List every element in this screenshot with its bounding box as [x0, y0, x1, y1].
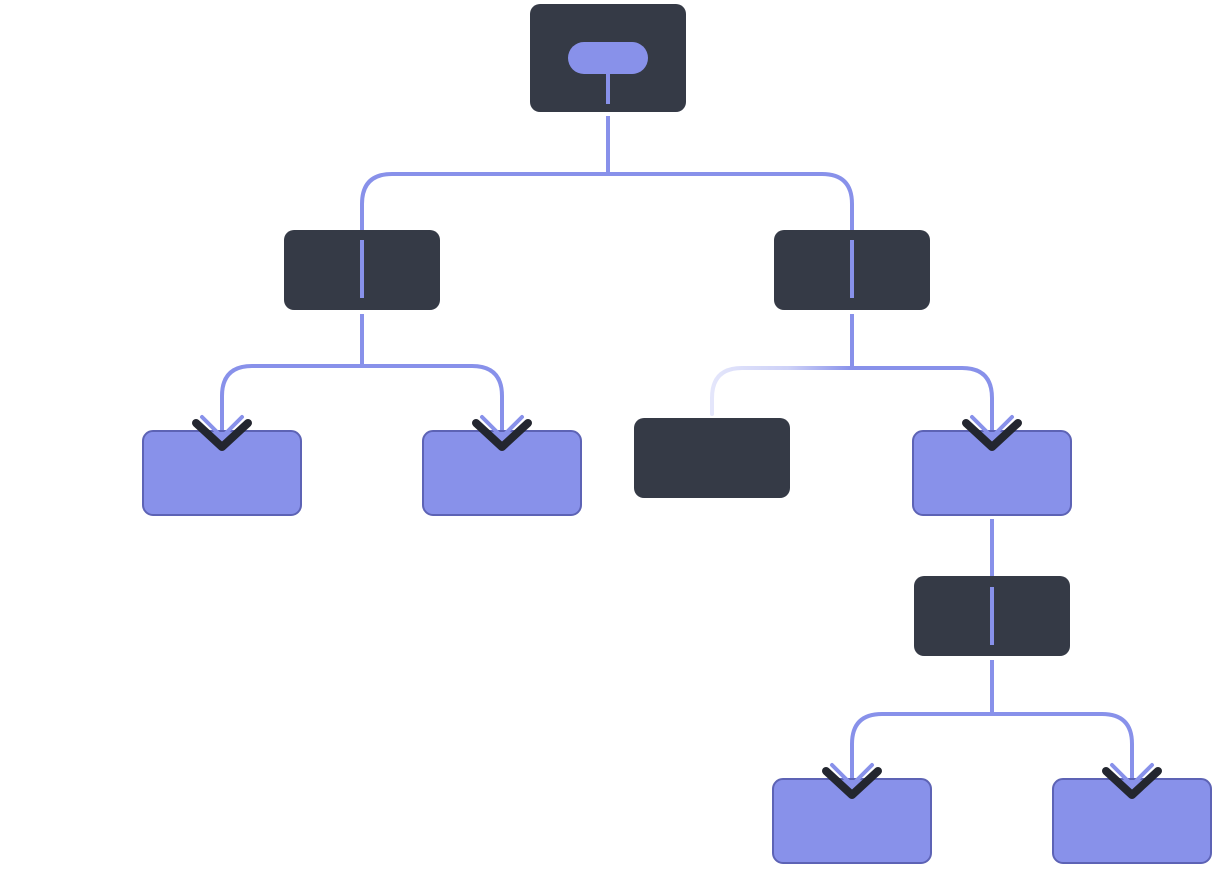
arrowhead-leaf-left-1	[200, 415, 244, 439]
arrowhead-leaf-lower-2	[1110, 763, 1154, 787]
arrowhead-leaf-lower-2-shadow	[1102, 767, 1162, 799]
edge-root-to-branch-right	[608, 172, 854, 230]
edge-branch-right-to-node-inactive	[710, 366, 854, 416]
node-leaf-left-1	[142, 430, 302, 516]
arrowhead-leaf-right-1	[970, 415, 1014, 439]
connectors-layer	[220, 116, 1134, 791]
overlay-layer	[192, 70, 1162, 799]
root-pill	[568, 42, 648, 74]
arrowhead-leaf-right-1-shadow	[962, 419, 1022, 451]
edge-branch-left-to-leaf-left-2	[362, 364, 504, 443]
edge-branch-left-to-leaf-left-1	[220, 364, 362, 443]
node-leaf-right-1	[912, 430, 1072, 516]
node-leaf-lower-2	[1052, 778, 1212, 864]
edge-branch-lower-to-leaf-lower-1	[850, 712, 992, 791]
node-leaf-left-2	[422, 430, 582, 516]
arrowhead-leaf-left-2	[480, 415, 524, 439]
edge-branch-right-to-leaf-right-1	[852, 366, 994, 443]
arrowhead-leaf-lower-1-shadow	[822, 767, 882, 799]
nodes-layer	[142, 4, 1212, 864]
arrowhead-leaf-left-2-shadow	[472, 419, 532, 451]
edge-branch-lower-to-leaf-lower-2	[992, 712, 1134, 791]
arrowhead-leaf-left-1-shadow	[192, 419, 252, 451]
edge-root-to-branch-left	[360, 172, 608, 230]
node-node-inactive	[634, 418, 790, 498]
arrowhead-leaf-lower-1	[830, 763, 874, 787]
node-leaf-lower-1	[772, 778, 932, 864]
